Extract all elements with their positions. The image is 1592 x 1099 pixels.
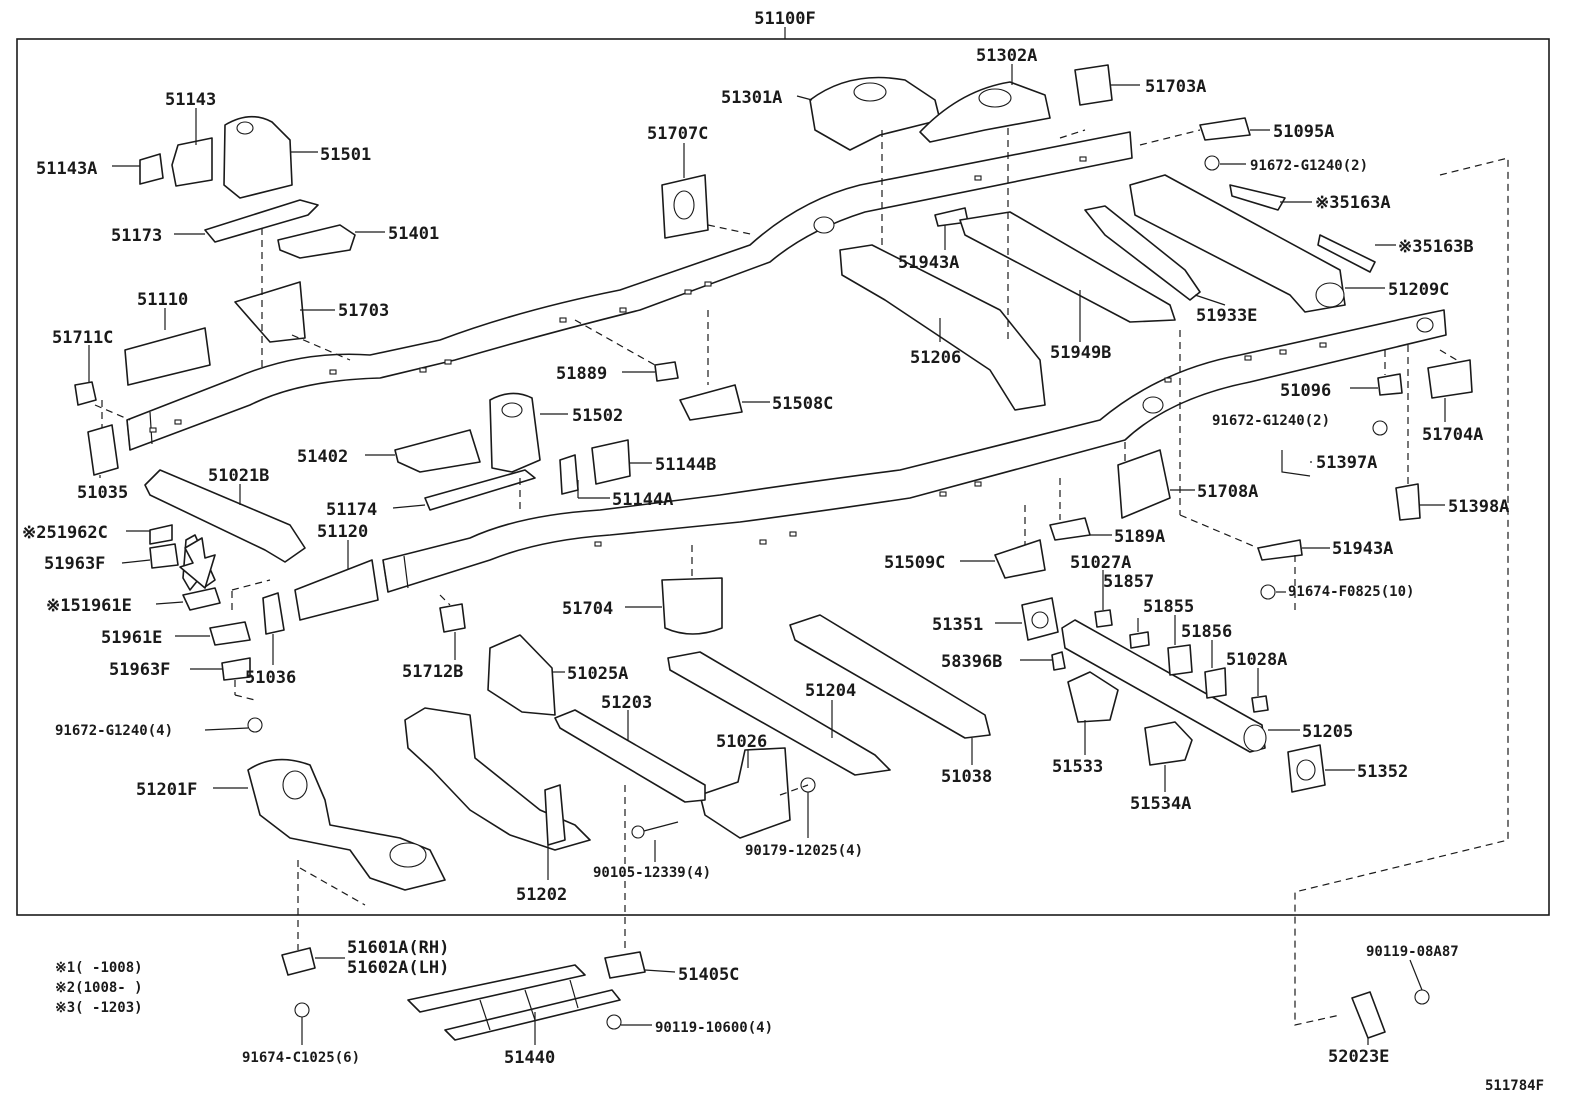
part-label: 51143 [165, 90, 216, 110]
part-label: 51038 [941, 767, 992, 787]
part-label: 51703 [338, 301, 389, 321]
part-label: 51703A [1145, 77, 1206, 97]
part-label: 51943A [898, 253, 959, 273]
dashed-guides [94, 128, 1461, 950]
part-label: 51405C [678, 965, 739, 985]
part-label: 51856 [1181, 622, 1232, 642]
part-label: 90179-12025(4) [745, 843, 863, 859]
part-label: 51095A [1273, 122, 1334, 142]
part-label: 52023E [1328, 1047, 1389, 1067]
part-label: 51096 [1280, 381, 1331, 401]
part-label: 51963F [109, 660, 170, 680]
part-label: 51201F [136, 780, 197, 800]
part-label: 51857 [1103, 572, 1154, 592]
part-label: 51855 [1143, 597, 1194, 617]
part-label: 51204 [805, 681, 856, 701]
part-label: 51707C [647, 124, 708, 144]
part-label: 51401 [388, 224, 439, 244]
footnote-1: ※1( -1008) [55, 960, 143, 976]
part-label: 51534A [1130, 794, 1191, 814]
part-label: 51209C [1388, 280, 1449, 300]
part-label: 51963F [44, 554, 105, 574]
part-label: 51508C [772, 394, 833, 414]
part-label: 5189A [1114, 527, 1165, 547]
part-label: 51301A [721, 88, 782, 108]
part-label: 51027A [1070, 553, 1131, 573]
part-label: ※151961E [46, 596, 132, 616]
part-label: 51704A [1422, 425, 1483, 445]
part-label: 51035 [77, 483, 128, 503]
part-labels: 51100F 51143 51143A 51501 51173 51401 51… [22, 9, 1509, 1068]
footnote-3: ※3( -1203) [55, 1000, 143, 1016]
part-label: 51026 [716, 732, 767, 752]
part-label: 51943A [1332, 539, 1393, 559]
part-label: 51961E [101, 628, 162, 648]
part-shapes [74, 64, 1473, 1041]
part-label: 51889 [556, 364, 607, 384]
part-label: 51110 [137, 290, 188, 310]
part-label: 51205 [1302, 722, 1353, 742]
part-label: 51143A [36, 159, 97, 179]
part-label: 91674-F0825(10) [1288, 584, 1414, 600]
part-label: ※35163B [1398, 237, 1474, 257]
part-label: 91672-G1240(2) [1212, 413, 1330, 429]
leader-lines [88, 64, 1446, 1045]
part-label: 51601A(RH) [347, 938, 449, 958]
part-label: 51351 [932, 615, 983, 635]
part-label: 51440 [504, 1048, 555, 1068]
part-label: 51144A [612, 490, 673, 510]
part-label: 51302A [976, 46, 1037, 66]
part-label: 51712B [402, 662, 463, 682]
part-label: 51021B [208, 466, 269, 486]
part-label: ※251962C [22, 523, 108, 543]
part-label: 51509C [884, 553, 945, 573]
part-label: 51949B [1050, 343, 1111, 363]
part-label: 90119-08A87 [1366, 944, 1459, 960]
part-label: 91674-C1025(6) [242, 1050, 360, 1066]
rail-slots [149, 156, 1327, 547]
part-label: ※35163A [1315, 193, 1391, 213]
part-label: 51398A [1448, 497, 1509, 517]
assembly-border [16, 38, 1550, 916]
figure-code: 511784F [1485, 1078, 1544, 1094]
part-label: 51120 [317, 522, 368, 542]
part-label: 51203 [601, 693, 652, 713]
part-label: 51028A [1226, 650, 1287, 670]
label-main-assembly: 51100F [754, 9, 815, 29]
part-label: 51206 [910, 348, 961, 368]
part-label: 51533 [1052, 757, 1103, 777]
part-label: 91672-G1240(4) [55, 723, 173, 739]
part-label: 51402 [297, 447, 348, 467]
part-label: 51173 [111, 226, 162, 246]
part-label: 51502 [572, 406, 623, 426]
footnote-2: ※2(1008- ) [55, 980, 143, 996]
part-label: 51202 [516, 885, 567, 905]
part-label: 51036 [245, 668, 296, 688]
part-label: 51704 [562, 599, 613, 619]
part-label: 51602A(LH) [347, 958, 449, 978]
part-label: 51501 [320, 145, 371, 165]
part-label: 51352 [1357, 762, 1408, 782]
part-label: 51144B [655, 455, 716, 475]
part-label: 51025A [567, 664, 628, 684]
part-label: 51711C [52, 328, 113, 348]
part-label: 51174 [326, 500, 377, 520]
part-label: 51397A [1316, 453, 1377, 473]
part-label: 90105-12339(4) [593, 865, 711, 881]
part-label: 58396B [941, 652, 1002, 672]
part-label: 51708A [1197, 482, 1258, 502]
part-label: 51933E [1196, 306, 1257, 326]
part-label: 91672-G1240(2) [1250, 158, 1368, 174]
footnotes: ※1( -1008) ※2(1008- ) ※3( -1203) [55, 960, 143, 1016]
part-label: 90119-10600(4) [655, 1020, 773, 1036]
